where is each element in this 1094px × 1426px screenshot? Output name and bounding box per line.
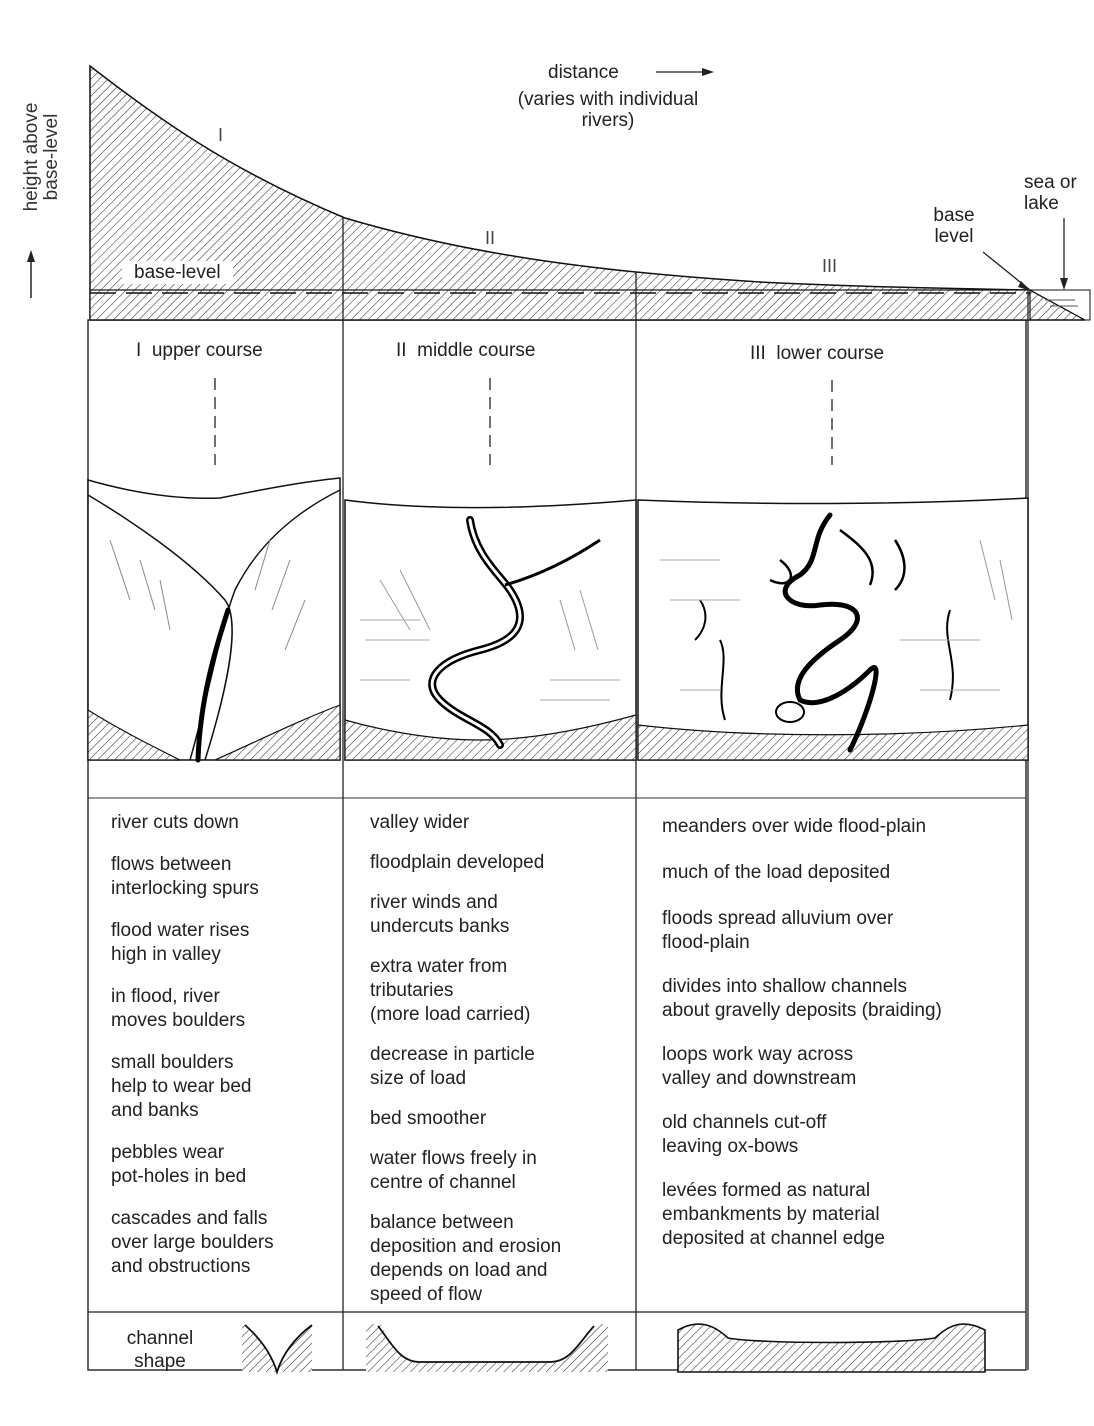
list-item: balance between deposition and erosion d…	[370, 1211, 632, 1307]
channel-shape-label: channel shape	[110, 1327, 210, 1373]
x-axis-note: (varies with individual rivers)	[488, 89, 728, 131]
lower-course-sketch	[638, 498, 1028, 760]
channel-shape-middle	[366, 1324, 608, 1372]
section-numeral-3: III	[822, 256, 837, 277]
sea-pointer-head	[1060, 278, 1068, 290]
x-axis-label: distance	[548, 62, 619, 83]
list-item: pebbles wear pot-holes in bed	[111, 1141, 339, 1189]
middle-course-list: valley wider floodplain developed river …	[370, 811, 632, 1307]
list-item: floods spread alluvium over flood-plain	[662, 907, 1024, 955]
channel-shape-lower	[678, 1324, 985, 1372]
list-item: bed smoother	[370, 1107, 632, 1131]
section-numeral-2: II	[485, 228, 495, 249]
middle-course-heading: II middle course	[396, 340, 535, 362]
base-level-label: base-level	[122, 261, 233, 284]
base-level-right-label: base level	[920, 205, 988, 247]
list-item: water flows freely in centre of channel	[370, 1147, 632, 1195]
list-item: river cuts down	[111, 811, 339, 835]
upper-course-heading: I upper course	[136, 340, 263, 362]
distance-arrow-head	[702, 68, 714, 76]
list-item: extra water from tributaries (more load …	[370, 955, 632, 1027]
list-item: loops work way across valley and downstr…	[662, 1043, 1024, 1091]
middle-course-sketch	[345, 500, 636, 760]
sea-or-lake-label: sea or lake	[1024, 172, 1077, 214]
lower-course-heading: III lower course	[750, 343, 884, 365]
list-item: flows between interlocking spurs	[111, 853, 339, 901]
base-level-band	[90, 290, 1030, 320]
list-item: divides into shallow channels about grav…	[662, 975, 1024, 1023]
list-item: meanders over wide flood-plain	[662, 815, 1024, 839]
list-item: river winds and undercuts banks	[370, 891, 632, 939]
list-item: flood water rises high in valley	[111, 919, 339, 967]
channel-shape-upper	[242, 1322, 312, 1372]
list-item: much of the load deposited	[662, 861, 1024, 885]
upper-course-list: river cuts down flows between interlocki…	[111, 811, 339, 1279]
lower-course-list: meanders over wide flood-plain much of t…	[662, 815, 1024, 1251]
list-item: levées formed as natural embankments by …	[662, 1179, 1024, 1251]
list-item: decrease in particle size of load	[370, 1043, 632, 1091]
y-axis-label: height above base-level	[22, 82, 62, 232]
upper-course-sketch	[88, 478, 340, 760]
height-arrow-head	[27, 250, 35, 262]
list-item: cascades and falls over large boulders a…	[111, 1207, 339, 1279]
list-item: in flood, river moves boulders	[111, 985, 339, 1033]
list-item: small boulders help to wear bed and bank…	[111, 1051, 339, 1123]
list-item: floodplain developed	[370, 851, 632, 875]
list-item: old channels cut-off leaving ox-bows	[662, 1111, 1024, 1159]
list-item: valley wider	[370, 811, 632, 835]
section-numeral-1: I	[218, 125, 223, 146]
